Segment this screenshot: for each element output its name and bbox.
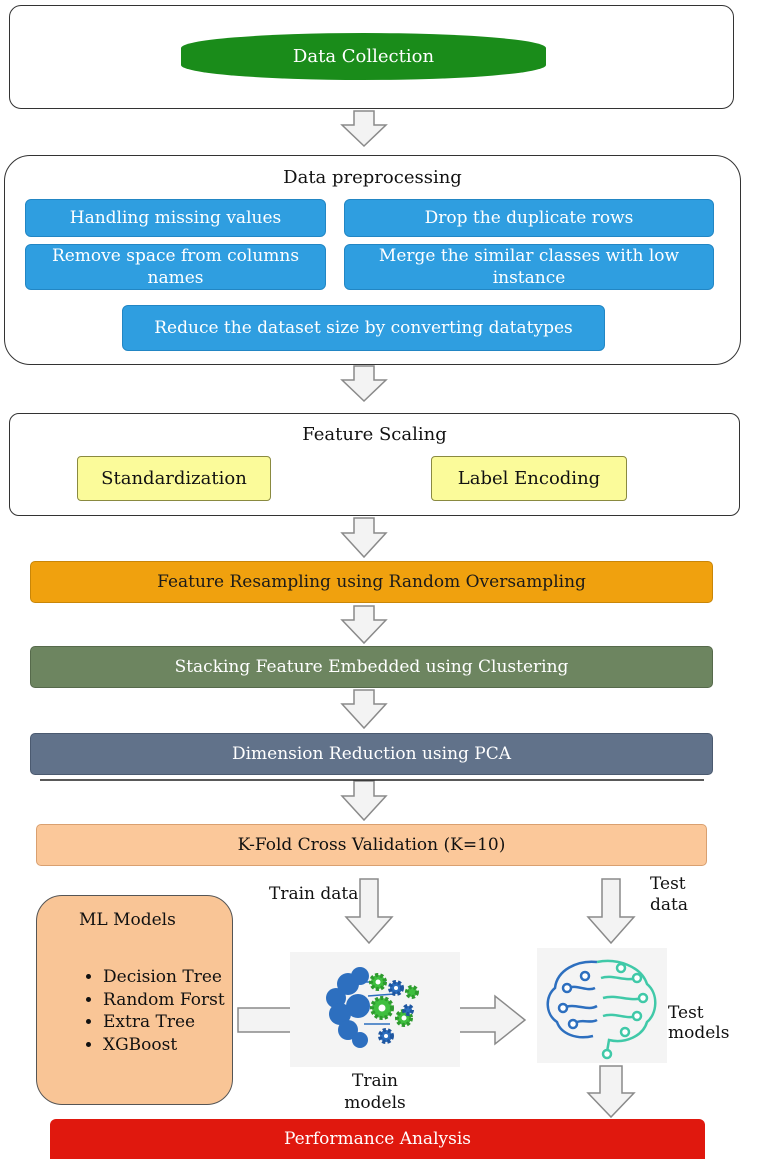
step-remove-space: Remove space from columns names xyxy=(25,244,326,290)
down-arrow-1 xyxy=(340,110,388,148)
label-encoding-box: Label Encoding xyxy=(431,456,627,501)
down-arrow-test-data xyxy=(586,878,636,945)
preprocessing-title: Data preprocessing xyxy=(283,166,462,188)
data-collection-label: Data Collection xyxy=(292,46,435,67)
test-models-label: Test models xyxy=(668,1003,730,1043)
dimension-reduction-box: Dimension Reduction using PCA xyxy=(30,733,713,775)
ml-model-item: Extra Tree xyxy=(103,1011,225,1034)
down-arrow-6 xyxy=(340,780,388,822)
ml-models-box: ML Models Decision Tree Random Forst Ext… xyxy=(36,895,233,1105)
data-collection-box: Data Collection xyxy=(181,33,546,80)
test-data-label: Test data xyxy=(650,874,688,916)
down-arrow-test-to-performance xyxy=(586,1065,636,1119)
down-arrow-4 xyxy=(340,605,388,645)
down-arrow-5 xyxy=(340,689,388,730)
step-merge-classes: Merge the similar classes with low insta… xyxy=(344,244,714,290)
step-handling-missing: Handling missing values xyxy=(25,199,326,237)
train-models-label: Train models xyxy=(344,1070,406,1113)
down-arrow-2 xyxy=(340,365,388,403)
performance-analysis-box: Performance Analysis xyxy=(50,1119,705,1159)
ml-model-item: Decision Tree xyxy=(103,966,225,989)
feature-scaling-title: Feature Scaling xyxy=(302,423,447,445)
brain-network-icon xyxy=(546,959,657,1060)
step-drop-duplicates: Drop the duplicate rows xyxy=(344,199,714,237)
standardization-box: Standardization xyxy=(77,456,271,501)
ml-models-list: Decision Tree Random Forst Extra Tree XG… xyxy=(81,966,225,1056)
ml-model-item: XGBoost xyxy=(103,1034,225,1057)
test-brain-image xyxy=(537,948,667,1063)
kfold-box: K-Fold Cross Validation (K=10) xyxy=(36,824,707,866)
brain-gears-icon xyxy=(326,967,419,1048)
train-brain-image xyxy=(290,952,460,1067)
down-arrow-3 xyxy=(340,517,388,559)
train-data-label: Train data xyxy=(269,884,359,904)
ml-models-title: ML Models xyxy=(79,910,176,930)
stacking-feature-box: Stacking Feature Embedded using Clusteri… xyxy=(30,646,713,688)
step-reduce-size: Reduce the dataset size by converting da… xyxy=(122,305,605,351)
down-arrow-train-data xyxy=(344,878,394,945)
ml-model-item: Random Forst xyxy=(103,989,225,1012)
feature-resampling-box: Feature Resampling using Random Oversamp… xyxy=(30,561,713,603)
